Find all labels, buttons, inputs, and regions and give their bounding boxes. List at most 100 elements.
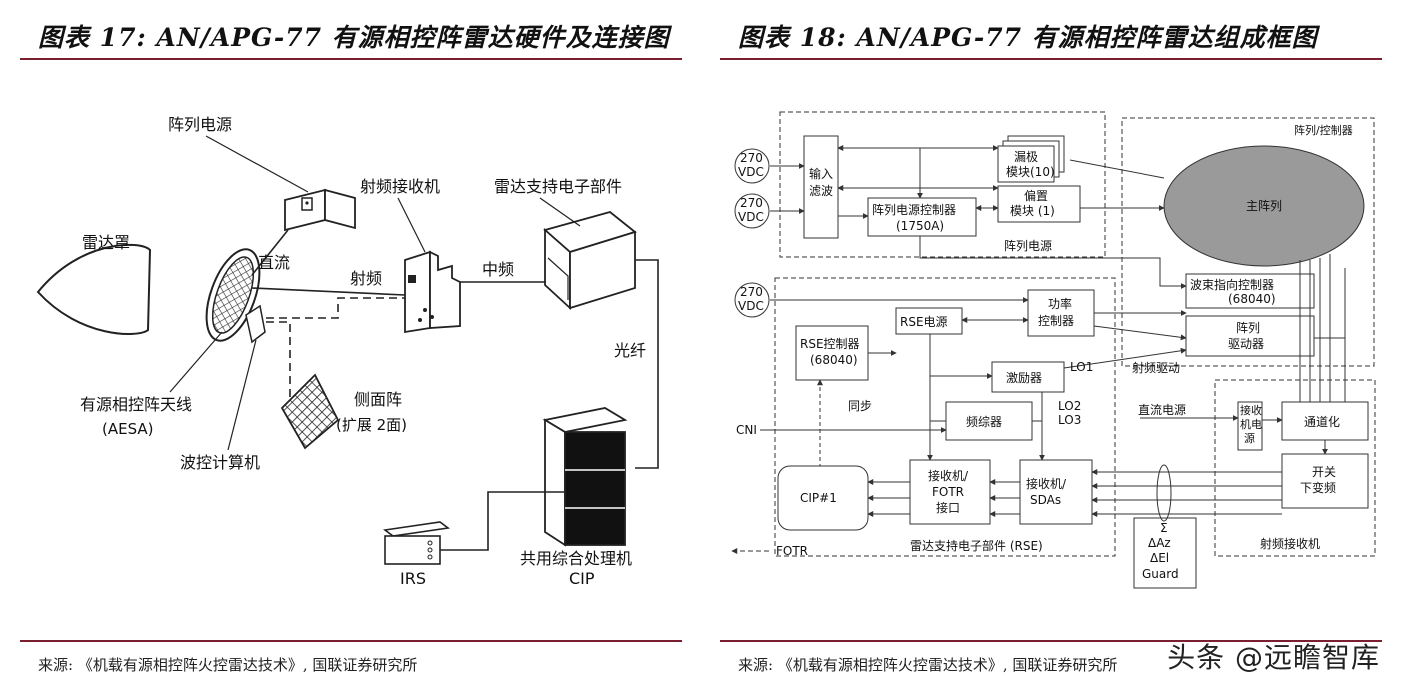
bias-module-box	[997, 185, 1081, 223]
array-ps-ctrl-label-2: (1750A)	[896, 219, 944, 233]
array-power-label: 阵列电源	[168, 115, 232, 134]
channelizer-box	[1281, 401, 1369, 441]
daz-label: ΔAz	[1148, 536, 1171, 550]
drain-module-label-2: 模块(10)	[1006, 165, 1055, 179]
figure-17-source: 来源: 《机载有源相控阵火控雷达技术》, 国联证券研究所	[38, 656, 418, 674]
rf-receiver-group	[1214, 379, 1376, 557]
figure-18-panel: 图表 18: AN/APG-77 有源相控阵雷达组成框图	[720, 0, 1382, 692]
cip-abbr-label: CIP	[569, 569, 595, 588]
bias-module-label-1: 偏置	[1024, 188, 1048, 203]
dc-power-label: 直流电源	[1138, 403, 1186, 417]
aesa-grid	[211, 256, 255, 334]
array-power-unit	[284, 188, 356, 232]
watermark: 头条 @远瞻智库	[1167, 641, 1380, 674]
del-label: ΔEl	[1150, 551, 1169, 565]
array-power-group	[779, 111, 1106, 258]
drain-module-box	[997, 145, 1055, 183]
rse-ps-label: RSE电源	[900, 315, 948, 329]
rx-fotr-label-3: 接口	[936, 500, 960, 515]
beam-controller-box	[1185, 273, 1315, 309]
figure-18-title: 图表 18: AN/APG-77 有源相控阵雷达组成框图	[738, 23, 1318, 52]
beam-ctrl-label-1: 波束指向控制器	[1190, 277, 1274, 292]
radome-label: 雷达罩	[82, 233, 130, 252]
rx-ps-box	[1237, 401, 1263, 451]
rse-label: 雷达支持电子部件	[494, 177, 622, 196]
vdc-2-number: 270	[740, 196, 763, 210]
switch-downconv-box	[1281, 453, 1369, 509]
vdc-3-number: 270	[740, 285, 763, 299]
synth-label: 频综器	[966, 415, 1002, 429]
fiber-label: 光纤	[614, 341, 646, 360]
figure-18-source: 来源: 《机载有源相控阵火控雷达技术》, 国联证券研究所	[738, 656, 1118, 674]
rse-ctrl-label-1: RSE控制器	[800, 337, 860, 351]
fiber-line	[635, 259, 659, 469]
rf-drive-label: 射频驱动	[1132, 360, 1180, 375]
guard-label: Guard	[1142, 567, 1179, 581]
lo2-label: LO2	[1058, 399, 1081, 413]
vdc-2-unit: VDC	[738, 210, 764, 224]
rf-receiver-label: 射频接收机	[360, 177, 440, 196]
rse-ctrl-label-2: (68040)	[810, 353, 858, 367]
array-driver-label-1: 阵列	[1236, 321, 1260, 335]
array-ps-ctrl-label-1: 阵列电源控制器	[872, 203, 956, 217]
rx-fotr-label-2: FOTR	[932, 485, 964, 499]
irs-unit	[382, 521, 451, 565]
beam-computer-label: 波控计算机	[180, 453, 260, 472]
figure-17-title: 图表 17: AN/APG-77 有源相控阵雷达硬件及连接图	[38, 23, 670, 52]
rx-ps-label-2: 机电	[1240, 417, 1262, 431]
side-array-ext-label: (扩展 2面)	[336, 416, 407, 434]
cip-unit	[542, 407, 628, 547]
lo1-label: LO1	[1070, 360, 1093, 374]
array-controller-group	[1121, 117, 1375, 367]
radome-shape	[36, 243, 152, 335]
array-driver-box	[1185, 315, 1315, 357]
irs-label: IRS	[400, 569, 426, 588]
title-rule	[720, 58, 1382, 60]
switch-label-2: 下变频	[1300, 480, 1336, 495]
vdc-3-unit: VDC	[738, 299, 764, 313]
aesa-label: 有源相控阵天线	[80, 395, 192, 414]
rf-receiver-unit	[404, 250, 461, 334]
rx-ps-label-3: 源	[1244, 431, 1255, 445]
input-filter-label-2: 滤波	[809, 184, 833, 198]
title-rule	[20, 58, 682, 60]
footer-rule	[20, 640, 682, 642]
rse-group-label: 雷达支持电子部件 (RSE)	[910, 538, 1043, 553]
exciter-label: 激励器	[1006, 371, 1042, 385]
vdc-1-unit: VDC	[738, 165, 764, 179]
main-array-label: 主阵列	[1246, 199, 1282, 213]
beam-ctrl-label-2: (68040)	[1228, 292, 1276, 306]
lo3-label: LO3	[1058, 413, 1081, 427]
rse-unit	[543, 211, 637, 311]
array-controller-group-label: 阵列/控制器	[1294, 123, 1353, 137]
input-filter-label-1: 输入	[809, 166, 833, 181]
dc-line	[251, 229, 289, 276]
rx-sdas-label-2: SDAs	[1030, 493, 1061, 507]
switch-label-1: 开关	[1312, 465, 1336, 479]
bias-module-label-2: 模块 (1)	[1010, 204, 1055, 218]
rse-controller-box	[795, 325, 869, 381]
rse-group	[774, 277, 1116, 557]
side-array-label: 侧面阵	[354, 390, 402, 409]
rx-ps-label-1: 接收	[1240, 403, 1262, 417]
cip1-label: CIP#1	[800, 491, 837, 505]
drain-module-label-1: 漏极	[1014, 150, 1038, 164]
power-controller-box	[1027, 289, 1095, 337]
aesa-abbr-label: (AESA)	[102, 420, 154, 438]
power-ctrl-label-2: 控制器	[1038, 314, 1074, 328]
sync-label: 同步	[848, 399, 872, 413]
rx-fotr-label-1: 接收机/	[928, 468, 969, 483]
side-array-shape	[280, 373, 340, 450]
block-diagram: 270 VDC 270 VDC 270 VDC 输入 滤波 漏极 模块(10) …	[731, 111, 1376, 589]
figure-17-panel: 图表 17: AN/APG-77 有源相控阵雷达硬件及连接图 雷达罩 阵	[20, 0, 682, 692]
array-driver-label-2: 驱动器	[1228, 337, 1264, 351]
hardware-connection-diagram: 雷达罩 阵列电源	[36, 115, 659, 588]
synthesizer-box	[945, 401, 1033, 441]
sum-delta-box	[1133, 517, 1197, 589]
rx-sdas-label-1: 接收机/	[1026, 476, 1067, 491]
rx-sdas-box	[1019, 459, 1093, 525]
beam-computer-box	[245, 304, 266, 344]
fotr-label: FOTR	[776, 544, 808, 558]
footer-rule	[720, 640, 1382, 642]
cni-label: CNI	[736, 423, 757, 437]
